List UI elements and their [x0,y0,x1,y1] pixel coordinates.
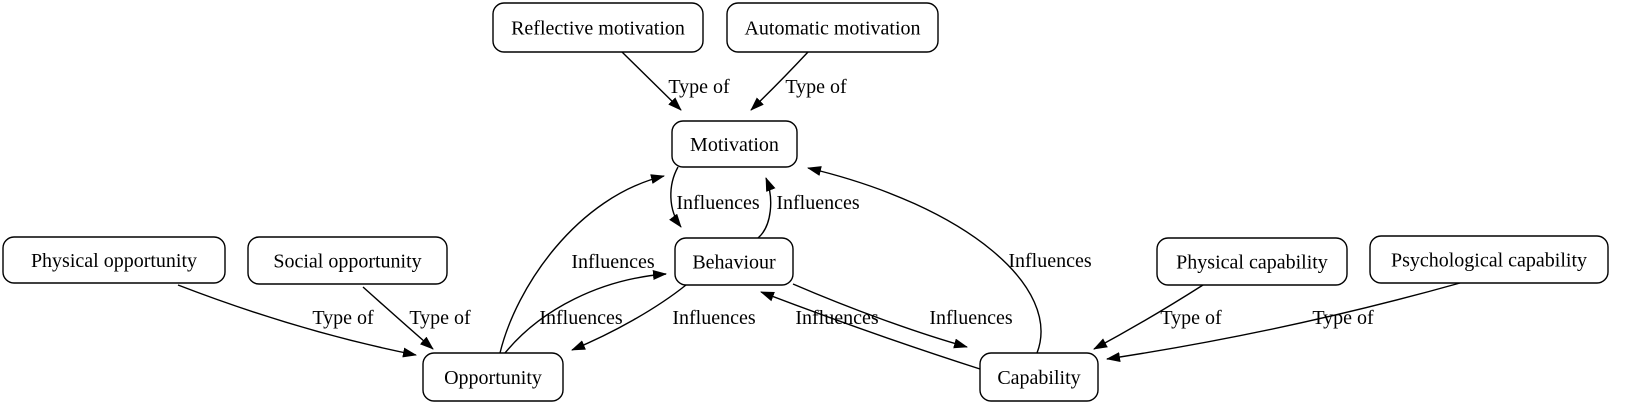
edge-label-behaviour-motivation: Influences [776,192,860,214]
node-box-psychological-capability [1369,235,1609,284]
edge-line-physical-capability-capability [1093,284,1204,350]
edge-automatic-motivation-motivation: Type of [750,51,847,111]
edge-physical-opportunity-opportunity: Type of [177,284,417,358]
node-label-psychological-capability: Psychological capability [1391,250,1587,272]
node-box-social-opportunity [247,236,448,285]
edge-line-behaviour-motivation [757,177,776,239]
edge-label-capability-motivation: Influences [1008,250,1092,272]
edge-behaviour-opportunity: Influences [571,284,756,351]
edge-line-opportunity-motivation [499,174,665,354]
node-automatic-motivation: Automatic motivation [726,2,939,53]
edge-label-opportunity-motivation: Influences [571,251,655,273]
node-label-social-opportunity: Social opportunity [273,251,421,273]
node-reflective-motivation: Reflective motivation [492,2,704,53]
edge-reflective-motivation-motivation: Type of [621,51,730,111]
edge-label-psychological-capability-capability: Type of [1312,307,1374,329]
node-label-opportunity: Opportunity [444,367,542,389]
edge-motivation-behaviour: Influences [669,166,760,228]
edge-line-capability-motivation [807,166,1042,354]
node-behaviour: Behaviour [674,237,794,286]
edge-label-behaviour-opportunity: Influences [672,307,756,329]
node-label-motivation: Motivation [690,134,779,156]
edge-capability-motivation: Influences [807,166,1092,354]
edge-label-motivation-behaviour: Influences [676,192,760,214]
edge-capability-behaviour: Influences [760,291,981,370]
node-box-behaviour [674,237,794,286]
edge-label-opportunity-behaviour: Influences [539,307,623,329]
edge-line-behaviour-capability [792,283,968,349]
edge-behaviour-capability: Influences [792,283,1013,349]
edge-opportunity-behaviour: Influences [504,270,667,354]
edge-line-physical-opportunity-opportunity [177,284,417,358]
node-box-physical-capability [1156,237,1348,286]
node-box-reflective-motivation [492,2,704,53]
edge-line-motivation-behaviour [669,166,682,228]
edge-line-psychological-capability-capability [1106,282,1461,362]
node-psychological-capability: Psychological capability [1369,235,1609,284]
node-label-reflective-motivation: Reflective motivation [511,18,685,40]
edge-line-capability-behaviour [760,291,981,370]
edge-psychological-capability-capability: Type of [1106,282,1461,362]
node-physical-opportunity: Physical opportunity [2,236,226,284]
edge-label-behaviour-capability: Influences [929,307,1013,329]
edge-line-reflective-motivation-motivation [621,51,682,111]
edge-line-social-opportunity-opportunity [362,286,434,350]
edge-label-social-opportunity-opportunity: Type of [409,307,471,329]
node-physical-capability: Physical capability [1156,237,1348,286]
edge-social-opportunity-opportunity: Type of [362,286,471,350]
node-box-capability [979,352,1099,402]
edge-label-physical-capability-capability: Type of [1160,307,1222,329]
edge-physical-capability-capability: Type of [1093,284,1222,350]
node-label-capability: Capability [997,367,1080,389]
edge-line-opportunity-behaviour [504,270,667,354]
node-label-physical-capability: Physical capability [1176,252,1328,274]
node-box-physical-opportunity [2,236,226,284]
node-motivation: Motivation [671,120,798,168]
edge-opportunity-motivation: Influences [499,174,665,354]
edge-line-automatic-motivation-motivation [750,51,809,111]
node-social-opportunity: Social opportunity [247,236,448,285]
edge-label-physical-opportunity-opportunity: Type of [312,307,374,329]
node-label-physical-opportunity: Physical opportunity [31,250,197,272]
edge-line-behaviour-opportunity [571,284,687,351]
edge-label-reflective-motivation-motivation: Type of [668,76,730,98]
edge-label-capability-behaviour: Influences [795,307,879,329]
node-opportunity: Opportunity [422,352,564,402]
node-box-motivation [671,120,798,168]
node-box-opportunity [422,352,564,402]
edge-label-automatic-motivation-motivation: Type of [785,76,847,98]
node-box-automatic-motivation [726,2,939,53]
node-capability: Capability [979,352,1099,402]
node-label-behaviour: Behaviour [692,252,776,274]
node-label-automatic-motivation: Automatic motivation [744,18,920,40]
edge-behaviour-motivation: Influences [757,177,860,239]
